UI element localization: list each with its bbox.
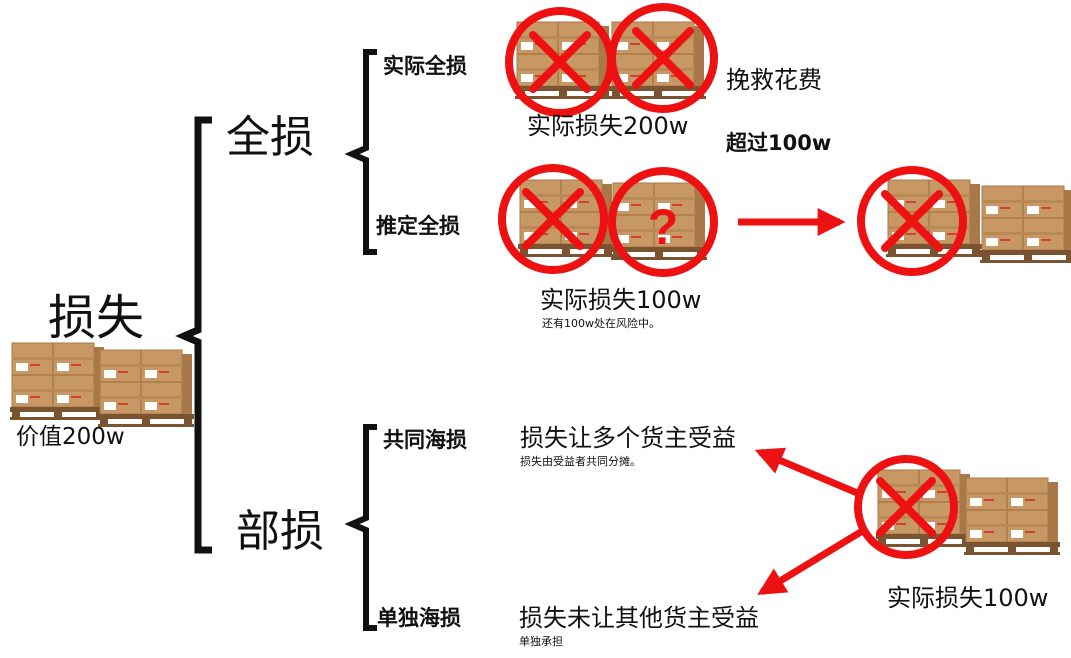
salvage-label: 挽救花费 bbox=[726, 66, 822, 94]
arrow-to-particular-average bbox=[757, 527, 866, 595]
general-average-desc: 损失让多个货主受益 bbox=[520, 424, 736, 452]
cargo-pallet-icon bbox=[980, 185, 1071, 263]
root-title: 损失 bbox=[48, 290, 145, 346]
particular-average-label: 单独海损 bbox=[377, 606, 461, 630]
general-average-label: 共同海损 bbox=[383, 428, 467, 452]
particular-average-desc: 损失未让其他货主受益 bbox=[519, 604, 759, 632]
general-average-note: 损失由受益者共同分摊。 bbox=[520, 455, 641, 468]
cargo-pallet-icon bbox=[611, 182, 707, 260]
root-bracket bbox=[175, 116, 212, 554]
destroyed-mark bbox=[854, 455, 958, 559]
partial-loss-bracket bbox=[344, 424, 377, 631]
question-mark: ? bbox=[648, 199, 679, 255]
cargo-pallet-icon bbox=[98, 349, 194, 427]
actual-total-loss-label: 实际全损 bbox=[383, 54, 467, 78]
constructive-total-loss-label: 推定全损 bbox=[376, 214, 460, 238]
destroyed-mark bbox=[608, 3, 718, 113]
cargo-pallet-icon bbox=[964, 477, 1060, 555]
destroyed-mark bbox=[498, 164, 608, 274]
constructive-loss-note: 还有100w处在风险中。 bbox=[542, 317, 660, 330]
exceed-label: 超过100w bbox=[726, 131, 832, 155]
at-risk-mark: ? bbox=[608, 167, 718, 277]
constructive-loss-caption: 实际损失100w bbox=[540, 286, 702, 314]
arrow-to-general-average bbox=[754, 447, 864, 499]
root-value: 价值200w bbox=[16, 424, 125, 450]
actual-loss-caption: 实际损失200w bbox=[527, 112, 689, 140]
partial-loss-title: 部损 bbox=[236, 506, 324, 557]
destroyed-mark bbox=[857, 166, 967, 276]
particular-average-note: 单独承担 bbox=[519, 635, 563, 648]
total-loss-title: 全损 bbox=[226, 112, 314, 163]
cargo-pallet-icon bbox=[10, 342, 106, 420]
partial-loss-caption: 实际损失100w bbox=[887, 584, 1049, 612]
total-loss-bracket bbox=[344, 49, 377, 255]
